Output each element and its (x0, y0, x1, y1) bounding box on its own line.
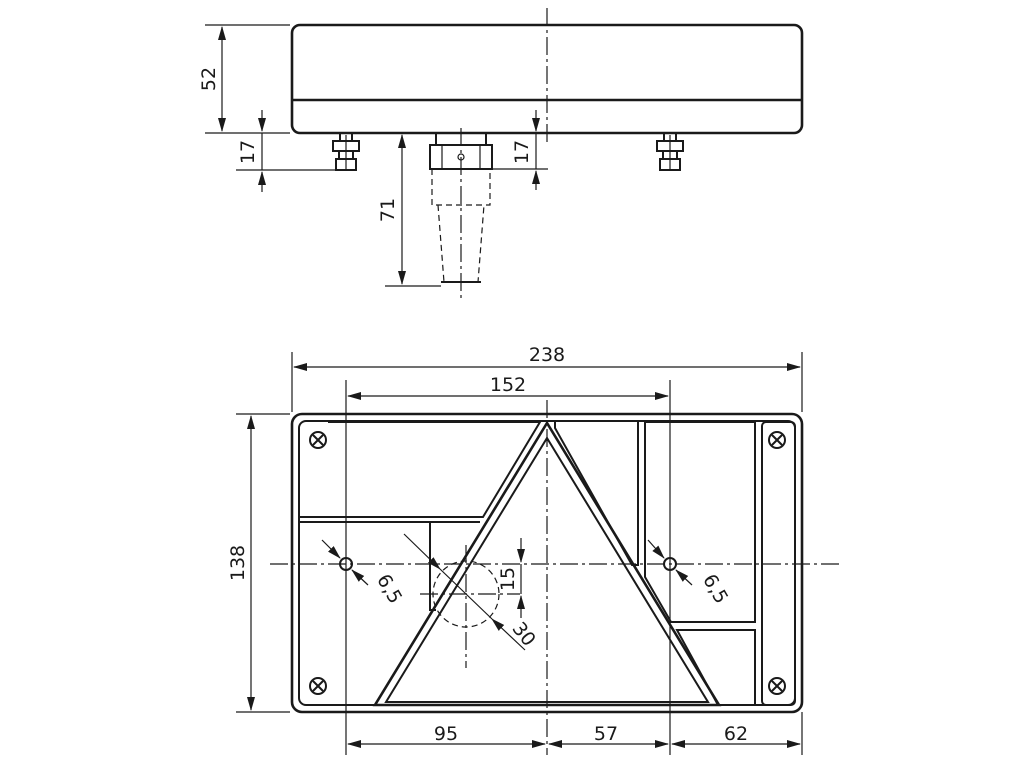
right-mounting-stud (656, 132, 684, 171)
dim-label-15: 15 (497, 567, 519, 591)
dim-label-30: 30 (508, 618, 540, 651)
dim-17-right: 17 (492, 110, 548, 190)
screw-bottom-right-icon (768, 677, 786, 695)
dim-label-hole-right: 6,5 (698, 570, 732, 607)
dim-52: 52 (198, 24, 290, 134)
dim-label-52: 52 (198, 67, 220, 91)
dim-hole-right: 6,5 (647, 539, 732, 608)
screw-bottom-left-icon (309, 677, 327, 695)
chamber-top-left (300, 421, 542, 518)
dim-138: 138 (227, 413, 290, 713)
dim-hole-left: 6,5 (321, 539, 406, 608)
dim-238: 238 (291, 344, 803, 412)
dim-152: 152 (347, 374, 669, 400)
chamber-top-mid-right (554, 422, 639, 566)
dim-label-95: 95 (434, 723, 458, 745)
dim-label-152: 152 (490, 374, 526, 396)
dim-95: 95 (347, 723, 546, 748)
dim-30: 30 (403, 533, 540, 651)
dim-17-left: 17 (236, 110, 336, 192)
chamber-right (644, 421, 756, 623)
dim-label-138: 138 (227, 545, 249, 581)
dim-57: 57 (548, 723, 669, 748)
dim-label-57: 57 (594, 723, 618, 745)
screw-top-left-icon (309, 431, 327, 449)
dim-label-17-right: 17 (511, 140, 533, 164)
dim-label-62: 62 (724, 723, 748, 745)
dim-label-17-left: 17 (237, 140, 259, 164)
dim-label-71: 71 (377, 198, 399, 222)
screw-top-right-icon (768, 431, 786, 449)
dim-label-238: 238 (529, 344, 565, 366)
chamber-bottom-right (675, 629, 756, 706)
left-mounting-stud (332, 132, 360, 171)
dim-label-hole-left: 6,5 (372, 570, 406, 607)
dim-15: 15 (497, 538, 525, 618)
dim-71: 71 (377, 134, 441, 287)
connector-plug (429, 128, 493, 300)
side-view: 52 17 17 71 (198, 8, 804, 300)
dim-62: 62 (671, 712, 803, 755)
front-view: 238 152 138 6,5 6,5 (227, 344, 840, 755)
